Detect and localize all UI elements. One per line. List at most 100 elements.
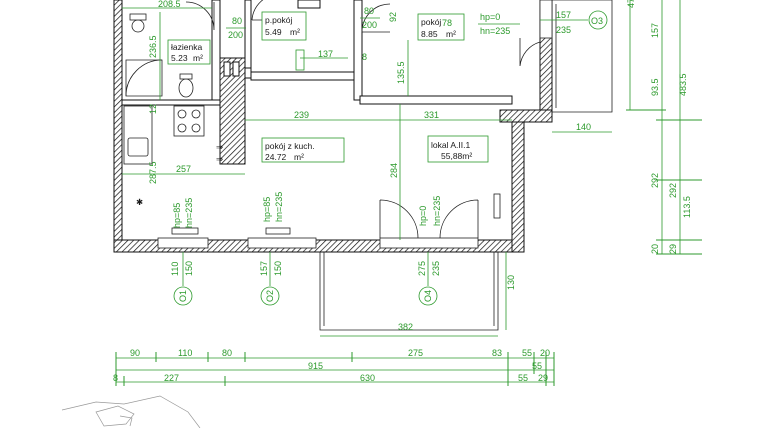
cooktop-icon (173, 105, 205, 137)
burner-1 (177, 109, 187, 119)
dim-935: 93.5 (650, 78, 660, 96)
o2-tag: O2 (265, 290, 275, 302)
dim-1355: 135.5 (396, 61, 406, 84)
o4-height: 235 (431, 261, 441, 276)
room-box-pokojzkuch (261, 137, 345, 163)
room-box-lazienka (167, 39, 211, 65)
o2-tag-circle (260, 286, 280, 306)
room-ppokoj-unit: m² (290, 27, 300, 37)
wall-right (511, 109, 525, 253)
bottom-row1-1: 110 (178, 348, 192, 358)
dim-292a: 292 (650, 173, 660, 188)
o2-height: 150 (273, 261, 283, 276)
window-o1 (157, 237, 209, 249)
dim-137: 137 (318, 49, 333, 59)
dim-382: 382 (398, 322, 413, 332)
o1-height: 150 (184, 261, 194, 276)
arrow-icon: ⇒ (216, 142, 224, 152)
wall-ppokoj-bottom (250, 71, 360, 81)
bottom-row2-0: 915 (308, 361, 323, 371)
kitchen-left-hn: hn=235 (184, 198, 194, 228)
room-pokojzkuch-name: pokój z kuch. (265, 141, 315, 151)
room-pokojzkuch-unit: m² (294, 152, 304, 162)
wall-bathroom-bottom (121, 99, 221, 106)
interior-dimensions: 208.5 80 200 80 200 78 92 137 8 135.5 23… (122, 0, 612, 337)
kitchen-mid-hn: hn=235 (274, 192, 284, 222)
ppokoj-window (297, 0, 321, 9)
balcony-hn: hn=235 (432, 196, 442, 226)
dim-200a: 200 (228, 30, 243, 40)
vent-shaft-b (232, 61, 240, 77)
room-pokojzkuch-area: 24.72 (265, 152, 287, 162)
dim-1135: 113.5 (682, 196, 692, 218)
burner-4 (191, 123, 201, 133)
balcony-door-o4 (379, 237, 479, 249)
bottom-dimensions: 90 110 80 275 83 55 20 915 55 8 227 630 … (113, 348, 555, 386)
wall-bathroom (211, 0, 221, 105)
key-plan (61, 395, 201, 428)
room-pokoj-area: 8.85 (421, 29, 438, 39)
room-lokal-area: 55,88m² (441, 151, 472, 161)
dim-130: 130 (506, 275, 516, 290)
bottom-row3-3: 55 (518, 373, 528, 383)
dim-157r: 157 (650, 23, 660, 38)
bottom-row3-2: 630 (360, 373, 375, 383)
dim-257: 257 (176, 164, 191, 174)
room-lazienka-name: łazienka (171, 42, 202, 52)
wall-pokoj-left (353, 0, 363, 101)
key-plan-outline (61, 395, 201, 428)
o3-tag: O3 (591, 16, 603, 26)
room-lazienka-area: 5.23 (171, 53, 188, 63)
pokoj-window (539, 0, 553, 39)
dim-331: 331 (424, 110, 439, 120)
o1-width: 110 (170, 262, 180, 276)
room-box-pokoj (417, 13, 465, 41)
dim-140: 140 (576, 122, 591, 132)
dim-80b: 80 (364, 6, 374, 16)
bottom-row1-4: 83 (492, 348, 502, 358)
pokoj-door[interactable] (361, 3, 391, 33)
radiator-right (493, 193, 501, 219)
shower-icon (125, 59, 163, 97)
bathroom-door[interactable] (185, 1, 215, 31)
dim-2085: 208.5 (158, 0, 181, 9)
shower-curve (125, 59, 163, 97)
pokoj-balcony-door[interactable] (519, 38, 541, 67)
wall-storage (244, 0, 252, 79)
room-ppokoj-area: 5.49 (265, 27, 282, 37)
radiator-mid (265, 227, 291, 235)
burner-3 (177, 123, 187, 133)
dim-92: 92 (388, 12, 398, 22)
burner-2 (191, 109, 201, 119)
o1-tag-circle (173, 286, 193, 306)
right-dimensions: 470 157 93.5 292 20 483.5 292 29 113.5 (626, 0, 702, 255)
bathroom-toilet (178, 78, 194, 98)
o3-height: 235 (556, 25, 571, 35)
dim-4835: 483.5 (678, 73, 688, 96)
room-box-ppokoj (261, 11, 307, 41)
room-ppokoj-name: p.pokój (265, 15, 293, 25)
kitchen-left-hp: hp=85 (172, 203, 182, 228)
room-labels: p.pokój 5.49 m² pokój 8.85 m² łazienka 5… (167, 11, 489, 163)
wall-corner (499, 109, 553, 123)
balcony-right (552, 0, 613, 113)
vent-icon: ✱ (136, 197, 143, 207)
toilet-tank (129, 13, 147, 21)
dim-78: 78 (442, 18, 452, 28)
balcony-door-swing[interactable] (379, 199, 479, 239)
wall-pokoj-bottom (359, 95, 513, 105)
pokoj-hn: hn=235 (480, 26, 510, 36)
bottom-row1-5: 55 (522, 348, 532, 358)
bathroom-toilet-tank (179, 73, 193, 80)
dim-292b: 292 (668, 183, 678, 198)
sink-icon (127, 137, 149, 157)
o2-width: 157 (259, 261, 269, 276)
wall-left (113, 0, 123, 253)
room-box-lokal (427, 135, 489, 163)
o4-width: 275 (417, 261, 427, 276)
o1-tag: O1 (178, 290, 188, 302)
room-pokoj-name: pokój (421, 17, 441, 27)
dim-470: 470 (626, 0, 636, 8)
dim-8: 8 (362, 52, 367, 62)
